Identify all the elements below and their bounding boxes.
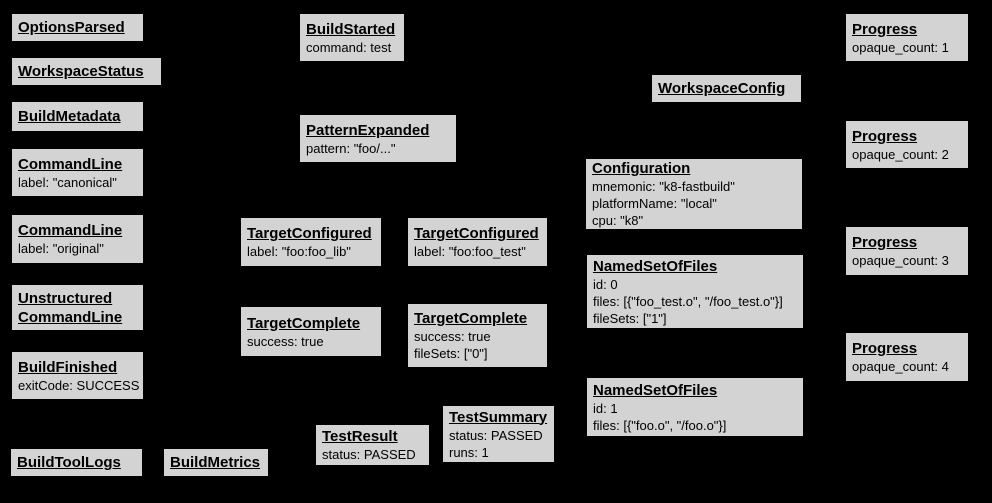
node-title: Progress — [852, 127, 918, 145]
node-workspace-config: WorkspaceConfig — [651, 74, 802, 103]
node-title: TargetConfigured — [247, 225, 372, 242]
node-field: label: "foo:foo_test" — [414, 244, 526, 259]
node-field: opaque_count: 4 — [852, 359, 949, 374]
node-command-line-original: CommandLine label: "original" — [11, 214, 144, 264]
node-field: fileSets: ["0"] — [414, 346, 488, 361]
node-field: id: 1 — [593, 400, 618, 416]
node-title: TargetComplete — [247, 314, 361, 332]
node-target-configured-foo-test: TargetConfigured label: "foo:foo_test" — [407, 217, 548, 267]
node-build-finished: BuildFinished exitCode: SUCCESS — [11, 351, 144, 400]
node-title: BuildMetrics — [170, 454, 261, 471]
node-title: BuildMetadata — [18, 108, 121, 125]
node-title: TestSummary — [449, 408, 548, 426]
node-field: pattern: "foo/..." — [306, 140, 396, 156]
node-field: files: [{"foo.o", "/foo.o"}] — [593, 417, 727, 433]
node-build-started: BuildStarted command: test — [299, 13, 405, 62]
node-field: status: PASSED — [449, 427, 543, 443]
node-field: success: true — [414, 329, 491, 344]
node-title: CommandLine — [18, 222, 123, 239]
node-title: NamedSetOfFiles — [593, 257, 718, 275]
node-command-line-canonical: CommandLine label: "canonical" — [11, 148, 144, 197]
node-field: platformName: "local" — [592, 196, 717, 211]
node-field: label: "canonical" — [18, 174, 117, 190]
node-named-set-of-files-1: NamedSetOfFiles id: 1 files: [{"foo.o", … — [586, 377, 804, 437]
node-title: WorkspaceStatus — [18, 63, 144, 80]
node-progress-1: Progress opaque_count: 1 — [845, 13, 969, 62]
node-unstructured-command-line: Unstructured CommandLine — [11, 284, 144, 331]
node-title: PatternExpanded — [306, 121, 430, 139]
node-target-configured-foo-lib: TargetConfigured label: "foo:foo_lib" — [240, 217, 382, 267]
node-title: Progress — [852, 234, 918, 251]
node-title: BuildFinished — [18, 358, 118, 376]
node-title: NamedSetOfFiles — [593, 381, 718, 399]
node-field: command: test — [306, 39, 392, 55]
node-field: opaque_count: 2 — [852, 146, 949, 162]
node-field: status: PASSED — [322, 447, 416, 462]
node-target-complete-foo-test: TargetComplete success: true fileSets: [… — [407, 303, 548, 368]
node-progress-3: Progress opaque_count: 3 — [845, 226, 969, 276]
node-title: OptionsParsed — [18, 19, 125, 36]
node-field: cpu: "k8" — [592, 213, 644, 228]
node-workspace-status: WorkspaceStatus — [11, 57, 162, 86]
node-title: CommandLine — [18, 155, 123, 173]
node-target-complete-foo-lib: TargetComplete success: true — [240, 306, 382, 357]
node-title: TargetComplete — [414, 310, 528, 327]
node-test-summary: TestSummary status: PASSED runs: 1 — [442, 405, 555, 463]
node-progress-2: Progress opaque_count: 2 — [845, 120, 969, 169]
node-title: WorkspaceConfig — [658, 80, 786, 97]
node-options-parsed: OptionsParsed — [11, 13, 144, 42]
node-field: id: 0 — [593, 276, 618, 292]
node-field: mnemonic: "k8-fastbuild" — [592, 179, 735, 194]
node-field: files: [{"foo_test.o", "/foo_test.o"}] — [593, 293, 783, 309]
node-progress-4: Progress opaque_count: 4 — [845, 332, 969, 382]
node-title: Progress — [852, 340, 918, 357]
node-title: BuildToolLogs — [17, 454, 121, 471]
node-configuration: Configuration mnemonic: "k8-fastbuild" p… — [585, 158, 803, 230]
node-title: Unstructured CommandLine — [18, 289, 123, 326]
node-field: runs: 1 — [449, 444, 489, 460]
node-field: label: "foo:foo_lib" — [247, 244, 351, 259]
node-field: opaque_count: 1 — [852, 39, 949, 55]
node-field: opaque_count: 3 — [852, 253, 949, 268]
node-named-set-of-files-0: NamedSetOfFiles id: 0 files: [{"foo_test… — [586, 254, 804, 329]
node-build-metadata: BuildMetadata — [11, 101, 144, 132]
node-title: TargetConfigured — [414, 225, 539, 242]
node-field: fileSets: ["1"] — [593, 310, 667, 326]
node-title: BuildStarted — [306, 20, 396, 38]
node-build-metrics: BuildMetrics — [163, 448, 269, 477]
node-field: exitCode: SUCCESS — [18, 377, 140, 393]
node-field: success: true — [247, 333, 324, 349]
node-test-result: TestResult status: PASSED — [315, 424, 430, 466]
node-pattern-expanded: PatternExpanded pattern: "foo/..." — [299, 114, 457, 163]
node-title: Configuration — [592, 160, 691, 177]
node-title: TestResult — [322, 428, 398, 445]
node-build-tool-logs: BuildToolLogs — [10, 448, 143, 477]
node-title: Progress — [852, 20, 918, 38]
node-field: label: "original" — [18, 241, 104, 256]
